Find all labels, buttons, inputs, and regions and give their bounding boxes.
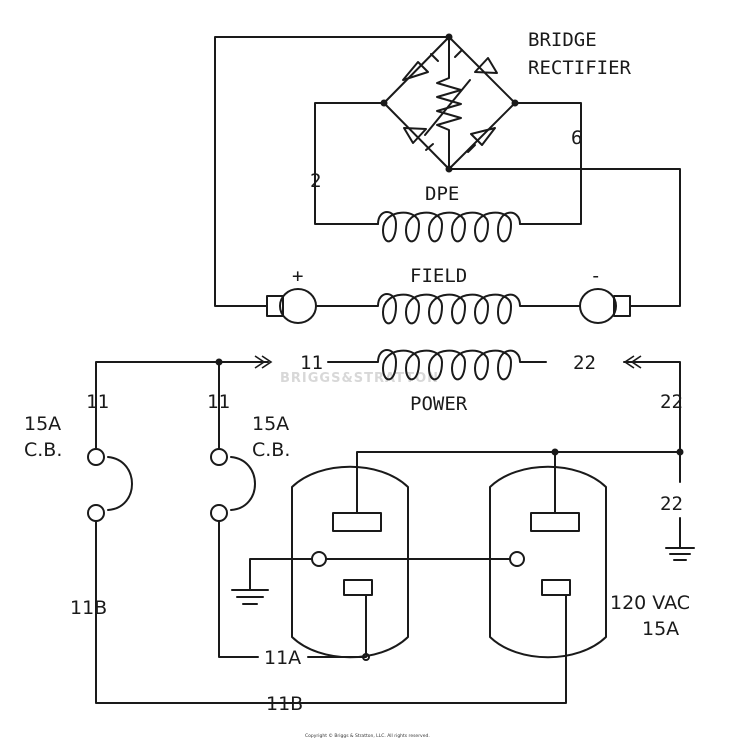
diode-bottom-right — [467, 127, 496, 153]
wire-11b-left-label: 11B — [70, 597, 107, 619]
power-label: POWER — [410, 393, 468, 415]
cb-left-type: C.B. — [24, 439, 62, 461]
ground-right — [665, 547, 695, 561]
wire-6 — [514, 102, 582, 225]
power-22-label: 22 — [573, 352, 596, 374]
wire-6-label: 6 — [571, 127, 582, 149]
wire-22-bus — [356, 427, 681, 514]
wire-2 — [314, 102, 385, 225]
outlet-right — [489, 465, 607, 659]
field-brush-plus — [266, 288, 351, 324]
wire-field-minus — [448, 168, 681, 307]
wire-11b-bottom-label: 11B — [266, 693, 303, 715]
wire-field-plus — [214, 36, 450, 307]
circuit-breaker-right — [210, 427, 256, 522]
field-minus-label: - — [590, 265, 601, 287]
wire-22-top — [623, 361, 681, 429]
copyright-text: Copyright © Briggs & Stratton, LLC. All … — [305, 732, 430, 739]
wire-22-lower-label: 22 — [660, 493, 683, 515]
power-11-label: 11 — [300, 352, 323, 374]
wire-11-left-label: 11 — [86, 391, 109, 413]
diode-top-right — [454, 49, 498, 74]
wire-11a — [218, 520, 259, 658]
field-plus-label: + — [292, 265, 303, 287]
field-brush-minus — [547, 288, 631, 324]
rectifier-label: RECTIFIER — [528, 57, 632, 79]
wire-11-top — [95, 361, 269, 429]
power-winding — [349, 349, 547, 381]
cb-right-type: C.B. — [252, 439, 290, 461]
cb-left-rating: 15A — [24, 413, 61, 435]
outlet-voltage-label: 120 VAC — [610, 592, 690, 614]
wire-ground-bus — [249, 558, 313, 591]
watermark-text: BRIGGS&STRATTON — [280, 371, 439, 386]
diode-top-left — [402, 53, 439, 81]
wire-11a-bottom-label: 11A — [264, 647, 301, 669]
cb-right-rating: 15A — [252, 413, 289, 435]
field-winding — [349, 293, 549, 325]
wire-22-right-label: 22 — [660, 391, 683, 413]
dpe-label: DPE — [425, 183, 459, 205]
dpe-winding — [349, 211, 547, 243]
varistor-slash — [424, 79, 471, 136]
wire-11-mid-label: 11 — [207, 391, 230, 413]
wire-11b — [95, 520, 567, 704]
ground-left — [231, 589, 269, 605]
bridge-label: BRIDGE — [528, 29, 597, 51]
bridge-rectifier — [380, 33, 519, 173]
circuit-breaker-left — [87, 427, 133, 522]
field-label: FIELD — [410, 265, 467, 287]
outlet-left — [291, 465, 409, 659]
diode-bottom-left — [403, 127, 434, 151]
bridge-resistor — [436, 36, 462, 170]
outlet-current-label: 15A — [642, 618, 679, 640]
wire-2-label: 2 — [310, 170, 321, 192]
